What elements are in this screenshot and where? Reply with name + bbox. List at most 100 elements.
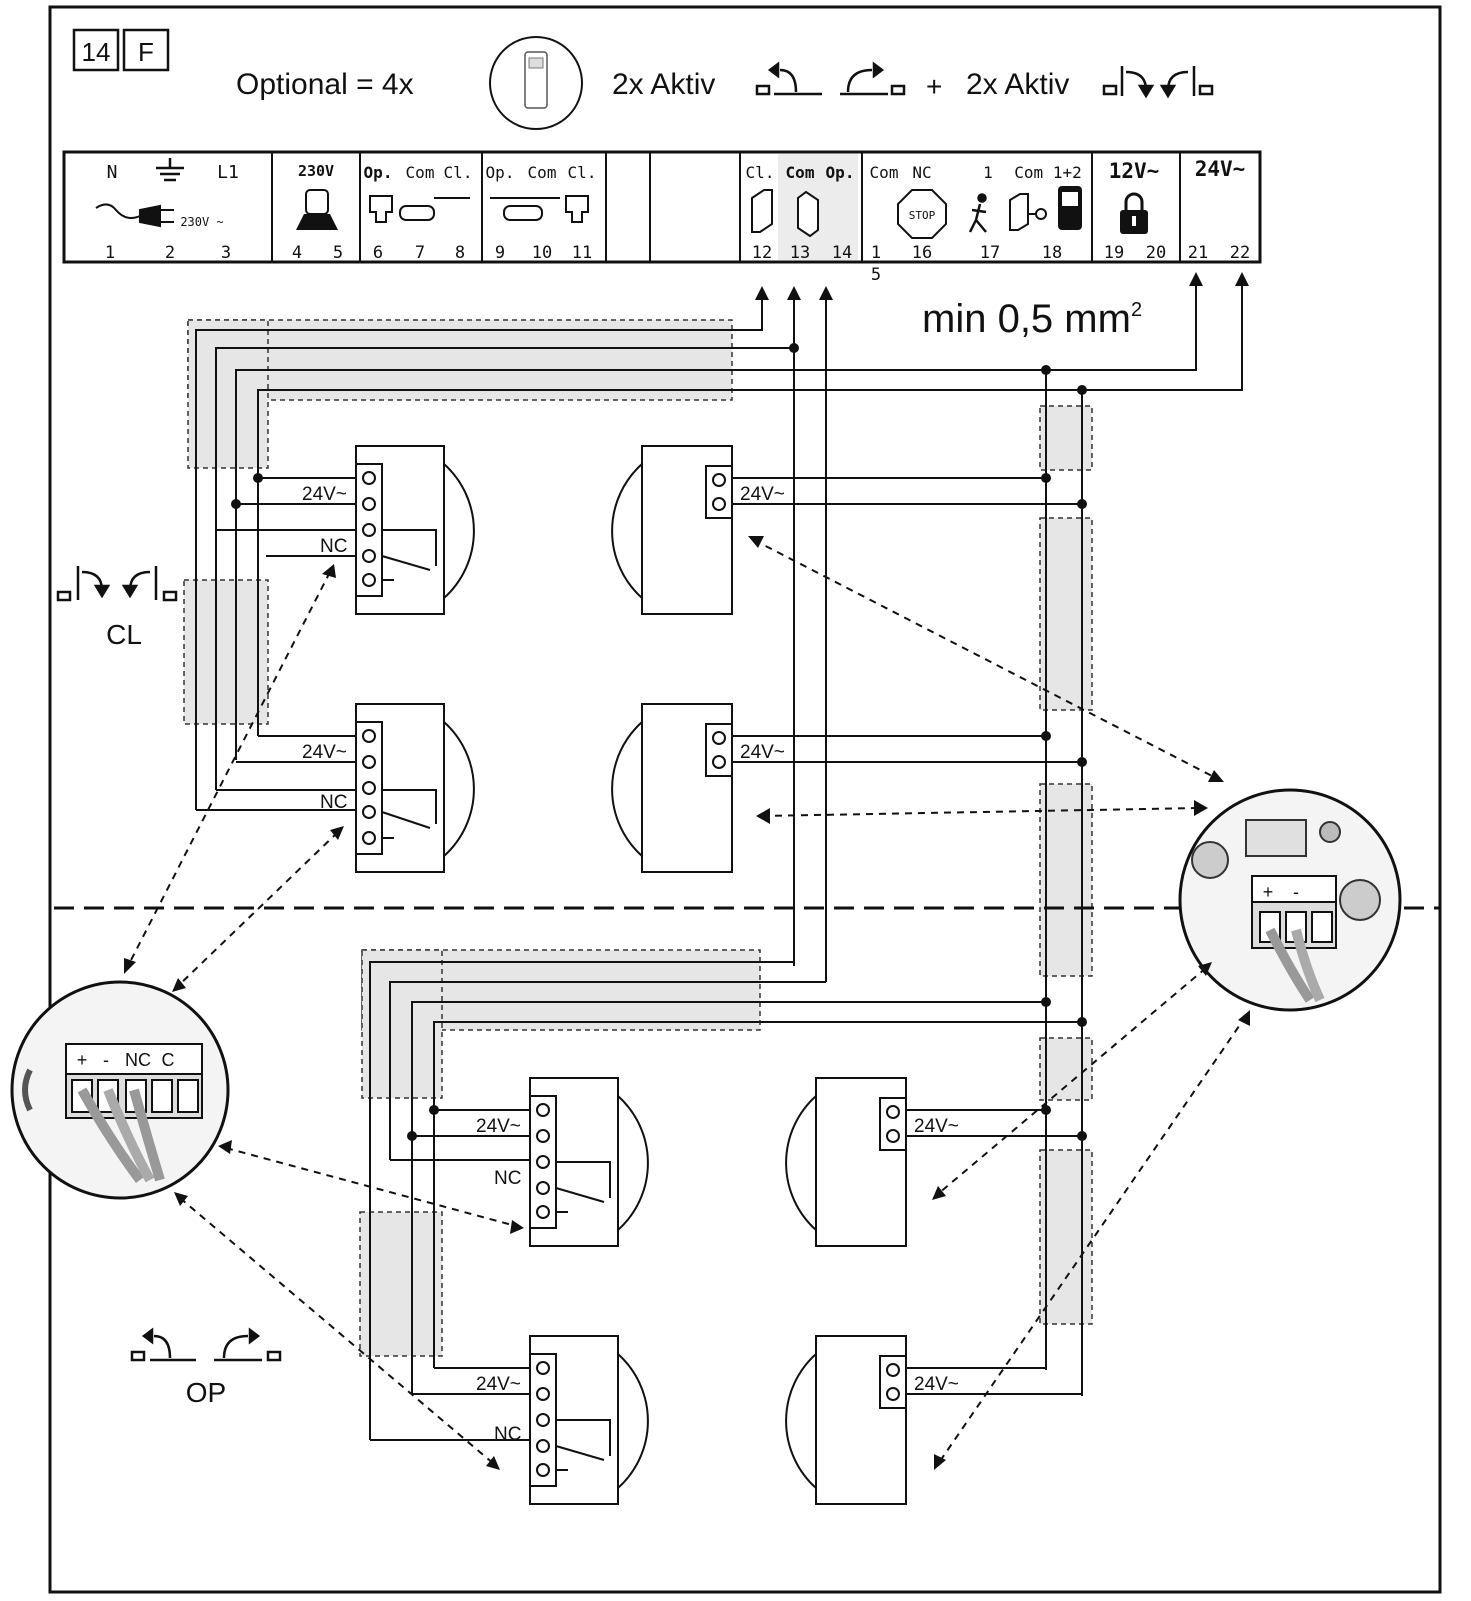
svg-text:NC: NC [320,536,347,557]
photocell-icon [751,189,819,238]
svg-text:Com: Com [528,163,557,182]
svg-text:-: - [1293,882,1299,902]
receiver-cl-2: 24V~ NC [302,703,475,873]
svg-text:9: 9 [495,243,505,263]
svg-text:230V ~: 230V ~ [180,215,223,229]
svg-text:24V~: 24V~ [740,742,785,763]
svg-text:24V~: 24V~ [914,1374,959,1395]
figure-id: 14 F [72,28,170,72]
open-zone-label: OP [186,1377,226,1408]
svg-text:C: C [162,1050,175,1070]
stop-icon: STOP [897,189,947,239]
transmitter-cl-1: 24V~ [611,445,785,615]
detail-view-receiver: + - NC C [10,980,230,1200]
svg-text:-: - [103,1050,109,1070]
svg-text:+: + [1263,882,1274,902]
svg-text:4: 4 [292,243,302,263]
svg-text:Cl.: Cl. [444,163,473,182]
svg-text:2: 2 [165,243,175,263]
svg-text:24V~: 24V~ [740,484,785,505]
wire-spec: min 0,5 mm2 [922,297,1142,341]
svg-text:22: 22 [1230,243,1250,263]
close-direction-icon [1102,66,1214,99]
svg-text:NC: NC [320,792,347,813]
svg-text:11: 11 [572,243,592,263]
svg-text:24V~: 24V~ [302,742,347,763]
svg-text:1: 1 [871,243,881,263]
svg-text:13: 13 [790,243,810,263]
svg-text:18: 18 [1042,243,1062,263]
svg-text:Op.: Op. [486,163,515,182]
svg-text:12: 12 [752,243,772,263]
svg-text:230V: 230V [298,162,334,180]
figure-number: 14 [82,37,111,67]
svg-text:5: 5 [333,243,343,263]
svg-text:L1: L1 [217,162,239,183]
svg-text:10: 10 [532,243,552,263]
open-zone-icon [130,1327,282,1362]
terminal-strip: N L1 230V ~ 1 2 3 230V 4 5 Op. Com Cl. [62,150,1262,285]
svg-text:19: 19 [1104,243,1124,263]
transmitter-cl-2: 24V~ [611,703,785,873]
svg-text:7: 7 [415,243,425,263]
active-open-text: 2x Aktiv [612,68,715,101]
flashing-lamp-icon [296,189,338,230]
plus-text: + [926,71,942,102]
svg-text:N: N [107,162,118,183]
cable-shading [183,319,1093,1357]
open-direction-icon [755,61,906,96]
svg-text:Op.: Op. [826,163,855,182]
transmitter-op-1: 24V~ [785,1077,959,1247]
active-close-text: 2x Aktiv [966,68,1069,101]
pedestrian-icon [968,193,987,233]
receiver-cl-1: 24V~ NC [302,445,475,615]
svg-text:24V~: 24V~ [914,1116,959,1137]
keyswitch-icon [1009,193,1047,231]
svg-text:3: 3 [221,243,231,263]
receiver-op-1: 24V~ NC [476,1077,649,1247]
svg-text:24V~: 24V~ [476,1116,521,1137]
svg-text:12V~: 12V~ [1109,159,1160,183]
page-frame [48,5,1442,1594]
receiver-op-2: 24V~ NC [476,1335,649,1505]
svg-text:24V~: 24V~ [476,1374,521,1395]
keypad-icon [1058,186,1082,230]
svg-text:Cl.: Cl. [746,163,775,182]
svg-text:20: 20 [1146,243,1166,263]
svg-text:Com 1+2: Com 1+2 [1014,163,1081,182]
svg-text:5: 5 [871,265,881,285]
motor-icon [490,195,589,223]
svg-text:8: 8 [455,243,465,263]
close-zone-icon [56,566,178,602]
svg-text:NC: NC [125,1050,151,1070]
svg-text:24V~: 24V~ [302,484,347,505]
lock-icon [1120,192,1148,234]
figure-letter: F [138,37,154,67]
svg-text:NC: NC [494,1424,521,1445]
ground-icon [156,158,184,182]
svg-text:1: 1 [105,243,115,263]
svg-text:21: 21 [1188,243,1208,263]
svg-text:NC: NC [494,1168,521,1189]
wiring [195,272,1249,1441]
motor-icon [369,195,470,223]
svg-text:Com: Com [786,163,815,182]
svg-text:Cl.: Cl. [568,163,597,182]
svg-text:Com: Com [406,163,435,182]
close-zone-label: CL [106,619,142,650]
svg-text:Op.: Op. [364,163,393,182]
signal-arrows [124,536,1250,1470]
svg-text:STOP: STOP [909,209,936,222]
svg-text:6: 6 [373,243,383,263]
optional-text: Optional = 4x [236,68,414,101]
svg-text:17: 17 [980,243,1000,263]
plug-icon [95,203,174,228]
svg-text:24V~: 24V~ [1195,157,1246,181]
transmitter-op-2: 24V~ [785,1335,959,1505]
detail-view-transmitter: + - [1178,788,1402,1012]
svg-text:16: 16 [912,243,932,263]
svg-text:1: 1 [983,163,993,182]
svg-text:NC: NC [912,163,931,182]
svg-text:+: + [77,1050,88,1070]
